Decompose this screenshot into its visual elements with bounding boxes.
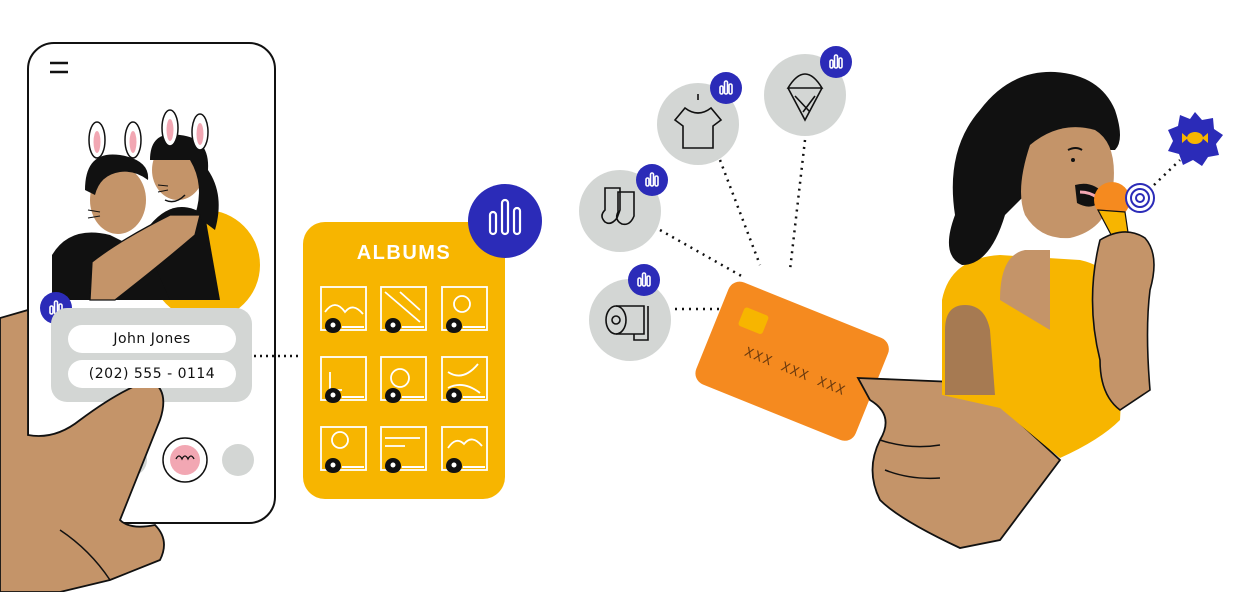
- albums-title: ALBUMS: [356, 242, 452, 264]
- ice-cream-item: [764, 45, 853, 136]
- hand-right: [856, 377, 1062, 549]
- bunny-face-icon: [170, 445, 200, 475]
- target-icon: [1125, 183, 1155, 213]
- toilet-paper-item: [589, 263, 671, 361]
- credit-card: [695, 281, 889, 441]
- candy-badge-icon: [1168, 112, 1223, 166]
- purchase-links: [659, 139, 807, 311]
- contact-photo: [52, 109, 260, 320]
- menu-icon[interactable]: [50, 61, 68, 74]
- contact-name-field[interactable]: John Jones: [68, 325, 236, 353]
- albums-analytics-badge-icon: [468, 184, 542, 258]
- woman: [942, 71, 1223, 458]
- socks-item: [579, 163, 669, 252]
- shirt-item: [657, 71, 743, 165]
- contact-phone-field[interactable]: (202) 555 - 0114: [68, 360, 236, 388]
- nav-dot-right[interactable]: [222, 444, 254, 476]
- phone: [27, 42, 276, 524]
- albums-panel: [303, 222, 505, 499]
- hand-left: [0, 308, 165, 592]
